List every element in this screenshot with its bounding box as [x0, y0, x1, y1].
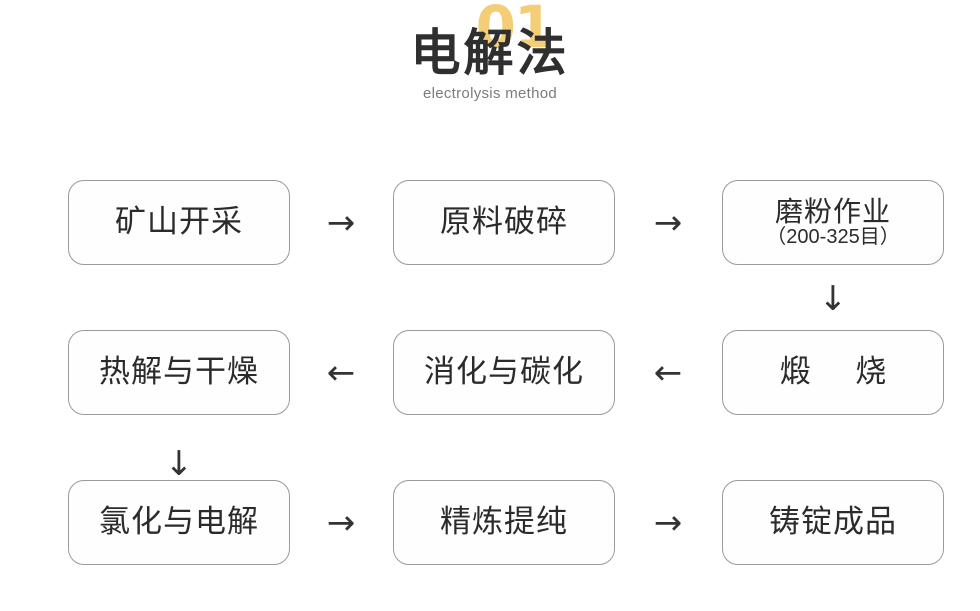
step-badge-number: 01	[0, 0, 980, 56]
arrow-left-icon: ←	[326, 352, 356, 393]
arrow-left-icon: ←	[653, 352, 683, 393]
flow-row-2: 热解与干燥 ← 消化与碳化 ← 煅 烧	[0, 330, 980, 415]
flow-node-label: 矿山开采	[115, 204, 243, 240]
arrow-right-icon: →	[326, 202, 356, 243]
arrow-right-icon: →	[653, 502, 683, 543]
page-subtitle: electrolysis method	[422, 85, 558, 102]
flow-node-label: 原料破碎	[440, 204, 568, 240]
flow-node-calcination[interactable]: 煅 烧	[722, 330, 944, 415]
flow-node-raw-material-crushing[interactable]: 原料破碎	[393, 180, 615, 265]
flow-row-3: 氯化与电解 → 精炼提纯 → 铸锭成品	[0, 480, 980, 565]
arrow-down-icon: ↓	[818, 279, 848, 319]
flow-node-label: 热解与干燥	[99, 354, 259, 390]
arrow-right-icon: →	[653, 202, 683, 243]
flow-node-digestion-carbonization[interactable]: 消化与碳化	[393, 330, 615, 415]
flow-node-chlorination-electrolysis[interactable]: 氯化与电解	[68, 480, 290, 565]
arrow-right-icon: →	[326, 502, 356, 543]
flow-node-refining-purification[interactable]: 精炼提纯	[393, 480, 615, 565]
flow-node-sublabel: （200-325目）	[766, 226, 900, 249]
flow-row-1: 矿山开采 → 原料破碎 → 磨粉作业 （200-325目）	[0, 180, 980, 265]
page-title: 电解法	[410, 25, 570, 81]
flow-node-pyrolysis-drying[interactable]: 热解与干燥	[68, 330, 290, 415]
arrow-down-icon: ↓	[164, 444, 194, 484]
flow-node-label: 精炼提纯	[440, 504, 568, 540]
flow-node-label: 铸锭成品	[769, 504, 897, 540]
flow-node-ingot-product[interactable]: 铸锭成品	[722, 480, 944, 565]
flow-node-label: 氯化与电解	[99, 504, 259, 540]
flow-node-label: 消化与碳化	[424, 354, 584, 390]
page-header: 01 电解法 electrolysis method	[0, 0, 980, 120]
process-flow-diagram: 矿山开采 → 原料破碎 → 磨粉作业 （200-325目） ↓ 热解与干燥 ← …	[0, 150, 980, 565]
flow-node-milling[interactable]: 磨粉作业 （200-325目）	[722, 180, 944, 265]
flow-node-mining[interactable]: 矿山开采	[68, 180, 290, 265]
step-badge-number-text: 01	[475, 0, 555, 61]
flow-node-label: 煅 烧	[779, 354, 905, 390]
flow-node-label: 磨粉作业	[774, 195, 891, 227]
